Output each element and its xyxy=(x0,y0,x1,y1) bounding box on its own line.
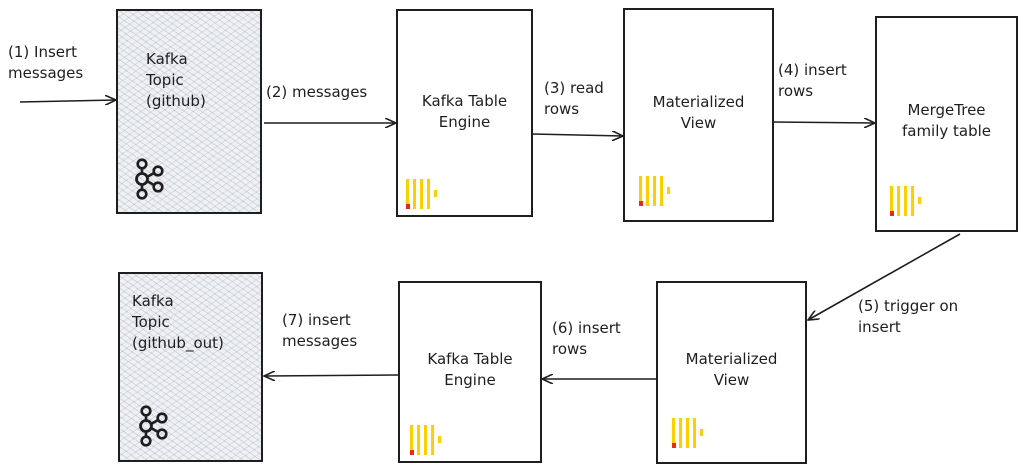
node-label: MergeTree family table xyxy=(901,101,992,140)
node-label: Kafka Topic (github) xyxy=(146,50,206,110)
clickhouse-logo-icon xyxy=(639,176,670,206)
edge-4-arrow xyxy=(772,122,875,123)
node-label: Materialized View xyxy=(685,350,778,389)
edge-5-arrow xyxy=(808,233,961,320)
node-label: Kafka Table Engine xyxy=(427,350,513,389)
edge-2-label: (2) messages xyxy=(266,83,368,101)
edge-7-label: (7) insert messages xyxy=(282,311,358,350)
kafka-topic-github: Kafka Topic (github) xyxy=(116,9,262,214)
clickhouse-logo-icon xyxy=(890,186,921,216)
edge-7-arrow xyxy=(264,375,399,376)
edge-6-label: (6) insert rows xyxy=(552,319,621,358)
node-label: Kafka Topic (github_out) xyxy=(132,292,224,352)
mergetree-family-table: MergeTree family table xyxy=(875,16,1018,232)
kafka-topic-github-out: Kafka Topic (github_out) xyxy=(118,272,263,462)
kafka-logo-icon xyxy=(139,405,168,447)
edge-5-label: (5) trigger on insert xyxy=(858,297,959,336)
edge-3-label: (3) read rows xyxy=(544,79,604,118)
edge-1-label: (1) Insert messages xyxy=(8,43,84,82)
kafka-table-engine-1: Kafka Table Engine xyxy=(396,9,533,217)
clickhouse-logo-icon xyxy=(672,418,703,448)
clickhouse-logo-icon xyxy=(406,179,437,209)
materialized-view-2: Materialized View xyxy=(656,281,807,464)
materialized-view-1: Materialized View xyxy=(623,8,774,222)
edge-4-label: (4) insert rows xyxy=(778,61,847,100)
kafka-table-engine-2: Kafka Table Engine xyxy=(398,281,542,463)
edge-1-arrow xyxy=(19,100,116,102)
edge-3-arrow xyxy=(531,134,623,136)
clickhouse-logo-icon xyxy=(410,425,441,455)
node-label: Materialized View xyxy=(652,93,745,132)
kafka-logo-icon xyxy=(135,158,164,200)
node-label: Kafka Table Engine xyxy=(421,92,508,131)
